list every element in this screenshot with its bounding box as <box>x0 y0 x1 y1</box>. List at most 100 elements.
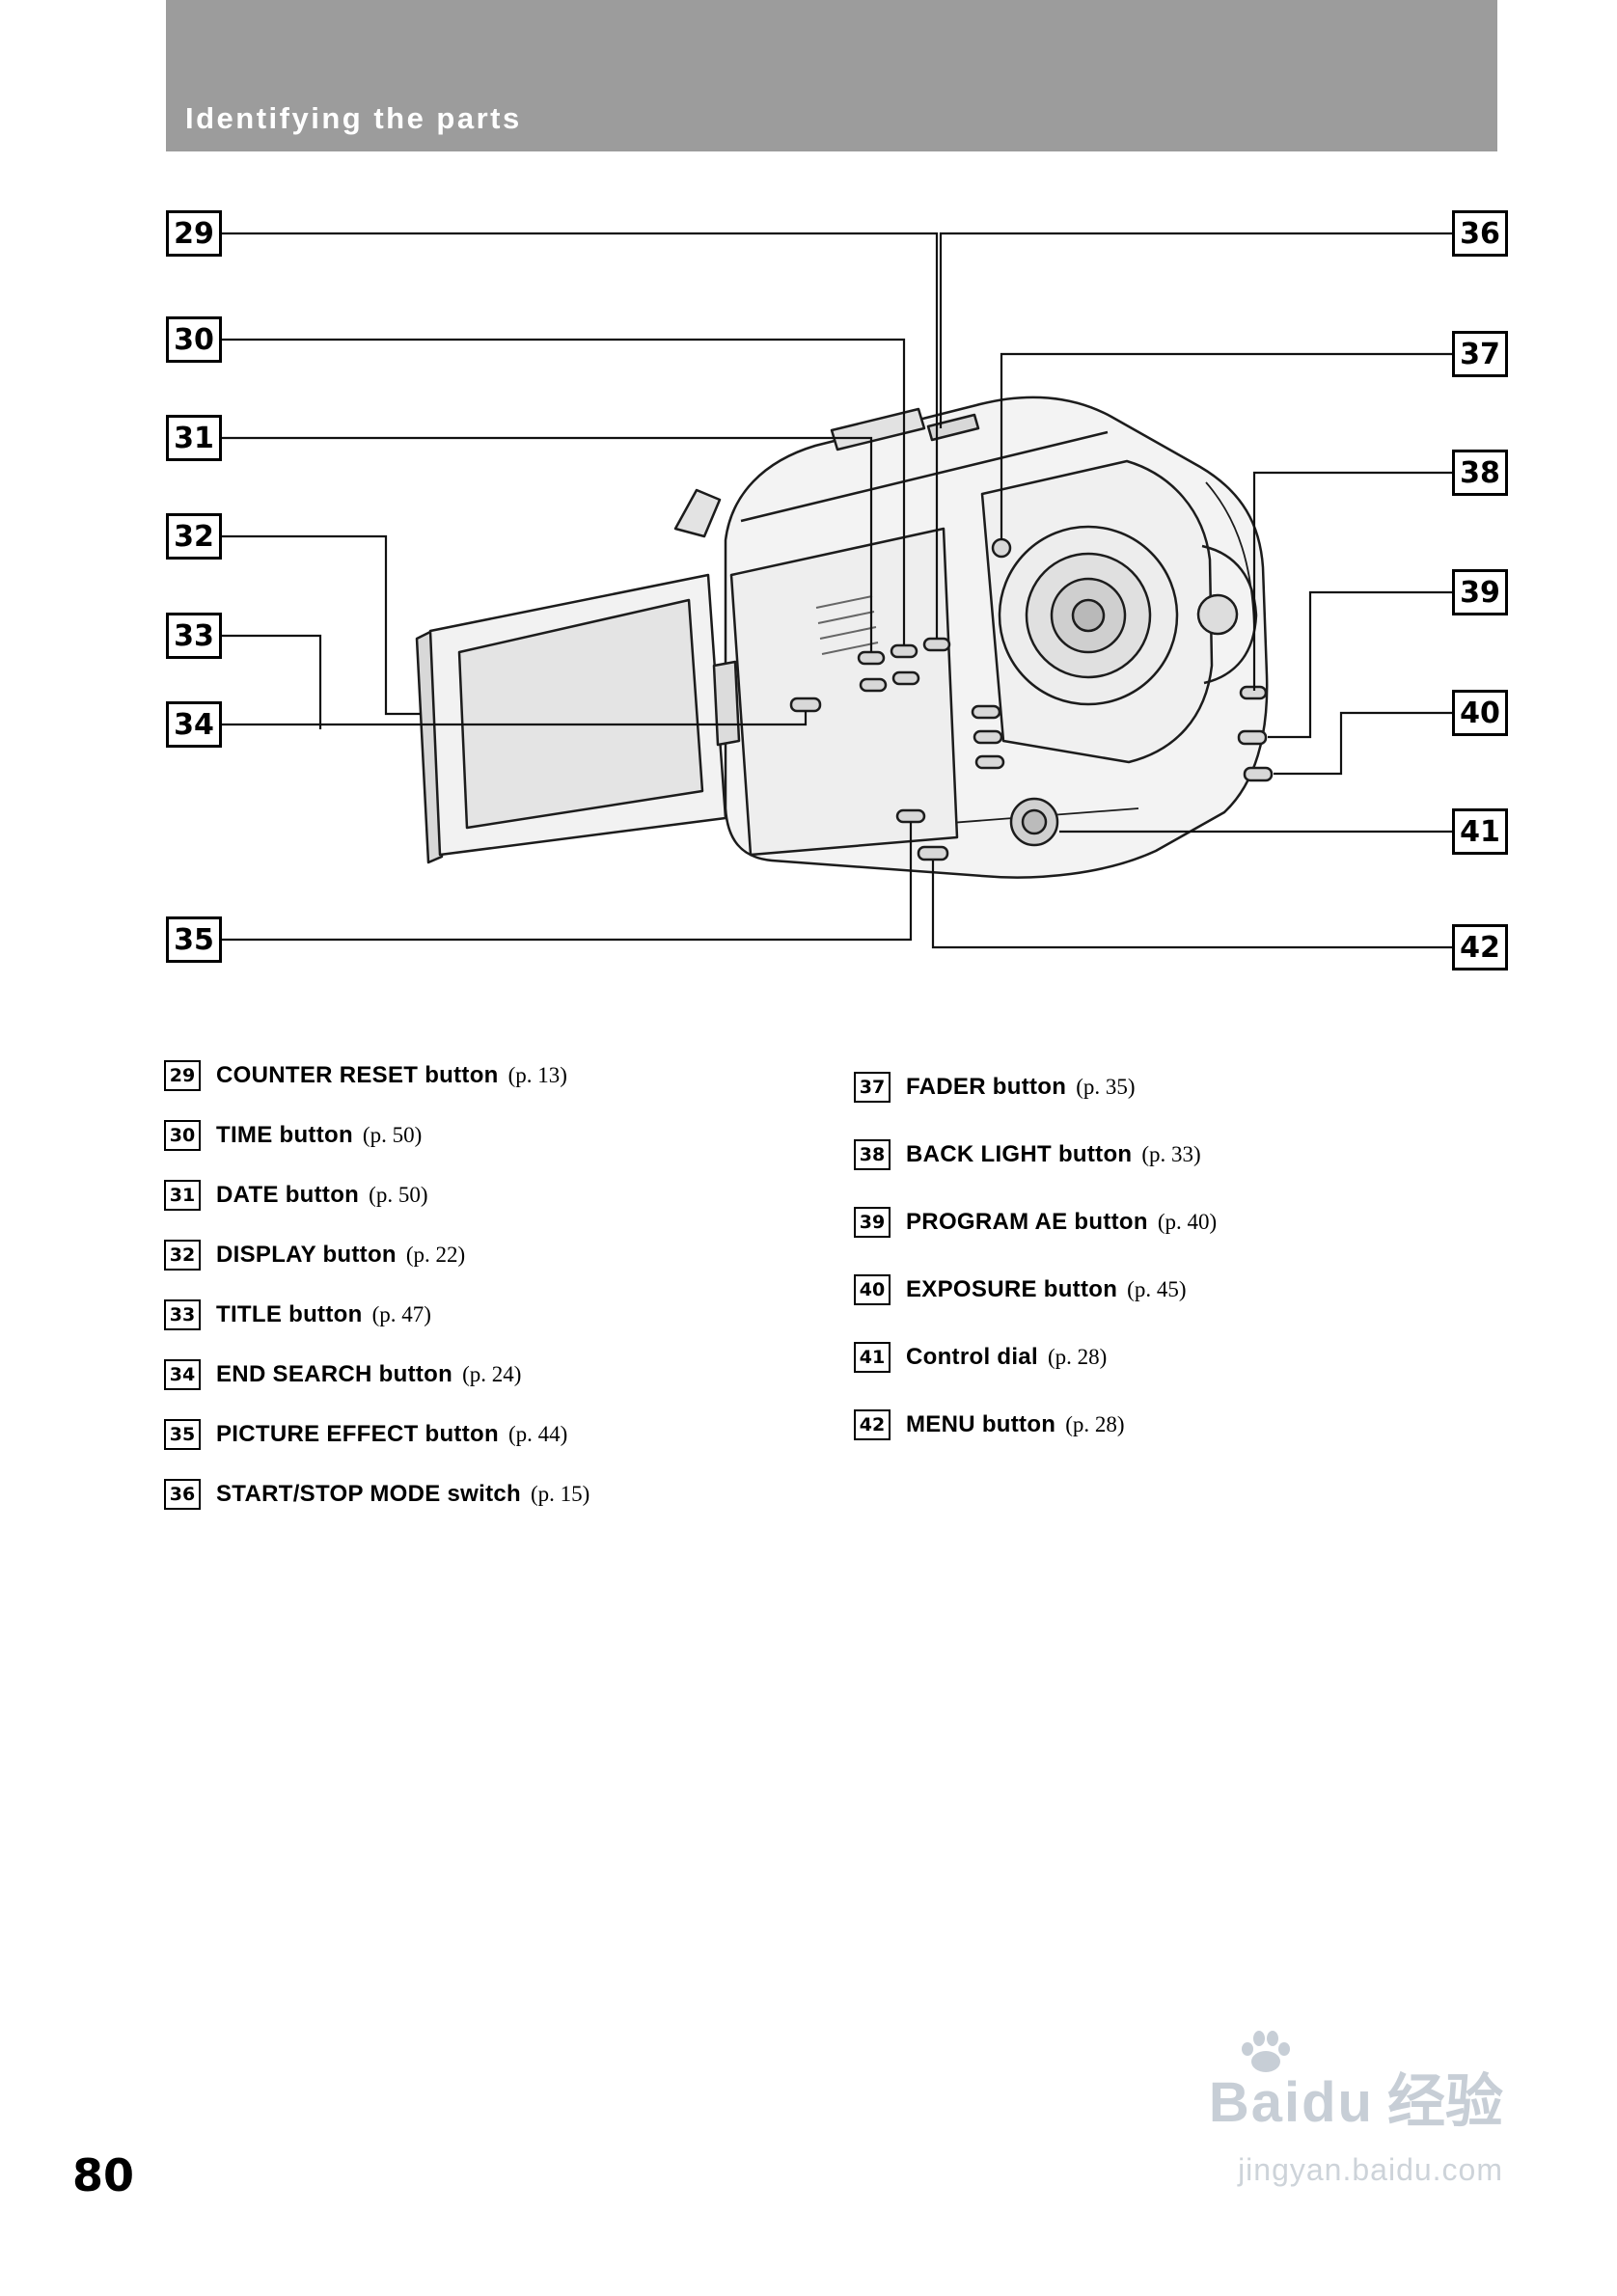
part-name: PICTURE EFFECT button <box>216 1421 499 1447</box>
part-page-ref: (p. 40) <box>1157 1210 1218 1234</box>
watermark-logo: Baidu 经验 <box>1209 2031 1503 2139</box>
leader-line-31 <box>221 436 873 652</box>
part-number: 40 <box>854 1274 891 1305</box>
leader-line-29 <box>221 232 939 639</box>
part-item: 35 PICTURE EFFECT button (p. 44) <box>164 1419 589 1450</box>
part-name: TIME button <box>216 1122 353 1148</box>
leader-lines <box>221 232 1452 949</box>
part-number: 32 <box>164 1240 201 1271</box>
part-page-ref: (p. 24) <box>462 1362 522 1386</box>
leader-line-40 <box>1274 711 1452 776</box>
page-number: 80 <box>72 2149 135 2201</box>
callout-box-34: 34 <box>166 701 222 748</box>
callout-box-31: 31 <box>166 415 222 461</box>
page-header: Identifying the parts <box>166 0 1497 151</box>
callout-box-36: 36 <box>1452 210 1508 257</box>
part-name: MENU button <box>906 1411 1056 1437</box>
camcorder-art <box>415 396 1274 879</box>
leader-line-39 <box>1268 590 1452 739</box>
callout-box-35: 35 <box>166 916 222 963</box>
callout-box-33: 33 <box>166 613 222 659</box>
program-ae-button <box>1237 729 1268 746</box>
part-number: 34 <box>164 1359 201 1390</box>
leader-line-35 <box>221 822 913 942</box>
watermark-url: jingyan.baidu.com <box>1238 2152 1503 2187</box>
callout-box-30: 30 <box>166 316 222 363</box>
callout-box-40: 40 <box>1452 690 1508 736</box>
part-number: 33 <box>164 1299 201 1330</box>
part-number: 35 <box>164 1419 201 1450</box>
part-number: 36 <box>164 1479 201 1510</box>
leader-line-37 <box>1000 352 1452 540</box>
part-number: 41 <box>854 1342 891 1373</box>
part-name: END SEARCH button <box>216 1361 453 1387</box>
part-page-ref: (p. 33) <box>1141 1142 1201 1166</box>
rear-button-cluster <box>857 637 951 693</box>
part-page-ref: (p. 50) <box>362 1123 423 1147</box>
accessory-shoe <box>830 407 926 451</box>
callout-box-39: 39 <box>1452 569 1508 615</box>
part-item: 30 TIME button (p. 50) <box>164 1120 589 1151</box>
part-page-ref: (p. 35) <box>1076 1075 1136 1099</box>
part-name: DISPLAY button <box>216 1242 397 1268</box>
part-item: 36 START/STOP MODE switch (p. 15) <box>164 1479 590 1510</box>
callout-box-29: 29 <box>166 210 222 257</box>
part-item: 37 FADER button (p. 35) <box>854 1072 1217 1103</box>
part-number: 38 <box>854 1139 891 1170</box>
part-item: 33 TITLE button (p. 47) <box>164 1299 589 1330</box>
watermark-cn: 经验 <box>1387 2068 1503 2136</box>
part-number: 30 <box>164 1120 201 1151</box>
part-item: 38 BACK LIGHT button (p. 33) <box>854 1139 1217 1170</box>
fader-button <box>991 537 1012 559</box>
part-item: 29 COUNTER RESET button (p. 13) <box>164 1060 589 1091</box>
part-page-ref: (p. 47) <box>371 1302 431 1326</box>
part-item: 39 PROGRAM AE button (p. 40) <box>854 1207 1218 1238</box>
part-page-ref: (p. 50) <box>369 1183 428 1207</box>
part-name: BACK LIGHT button <box>906 1141 1133 1167</box>
leader-line-33 <box>221 634 322 729</box>
part-page-ref: (p. 22) <box>405 1243 466 1267</box>
part-number: 42 <box>854 1409 891 1440</box>
part-item: 31 DATE button (p. 50) <box>164 1180 589 1211</box>
part-page-ref: (p. 15) <box>530 1482 590 1506</box>
part-page-ref: (p. 44) <box>507 1422 568 1446</box>
leader-line-30 <box>221 338 906 645</box>
watermark: Baidu 经验 jingyan.baidu.com <box>1209 2031 1503 2188</box>
part-page-ref: (p. 28) <box>1047 1345 1108 1369</box>
diopter-dial <box>1196 593 1239 636</box>
leader-line-38 <box>1252 471 1452 691</box>
part-page-ref: (p. 45) <box>1127 1277 1187 1301</box>
speaker-grille <box>815 595 879 655</box>
lcd-screen <box>457 598 704 830</box>
part-name: START/STOP MODE switch <box>216 1481 521 1507</box>
part-name: TITLE button <box>216 1301 363 1327</box>
cassette-door-line <box>1205 481 1255 628</box>
eyecup <box>1201 544 1258 685</box>
lcd-back-edge <box>415 629 444 864</box>
camcorder-diagram <box>221 232 1452 949</box>
part-number: 39 <box>854 1207 891 1238</box>
part-item: 32 DISPLAY button (p. 22) <box>164 1240 589 1271</box>
part-item: 40 EXPOSURE button (p. 45) <box>854 1274 1217 1305</box>
part-page-ref: (p. 13) <box>507 1063 567 1087</box>
lcd-hinge <box>712 660 741 747</box>
menu-button <box>917 845 949 861</box>
strap-eyelet <box>673 488 722 538</box>
part-name: DATE button <box>216 1182 360 1208</box>
startstop-mode-switch <box>926 413 980 442</box>
parts-list-left: 29 COUNTER RESET button (p. 13) 30 TIME … <box>164 1060 590 1510</box>
rear-panel <box>729 527 959 857</box>
control-dial-center <box>1021 808 1048 835</box>
picture-effect-button <box>895 808 926 824</box>
leader-line-42 <box>931 861 1452 949</box>
part-number: 31 <box>164 1180 201 1211</box>
leader-line-36 <box>939 232 1452 428</box>
paw-icon <box>1242 2031 1290 2072</box>
parts-list-right: 37 FADER button (p. 35) 38 BACK LIGHT bu… <box>854 1072 1218 1440</box>
top-contour <box>740 430 1109 523</box>
part-name: COUNTER RESET button <box>216 1062 499 1088</box>
callout-box-32: 32 <box>166 513 222 560</box>
part-name: EXPOSURE button <box>906 1276 1118 1302</box>
callout-box-42: 42 <box>1452 924 1508 970</box>
